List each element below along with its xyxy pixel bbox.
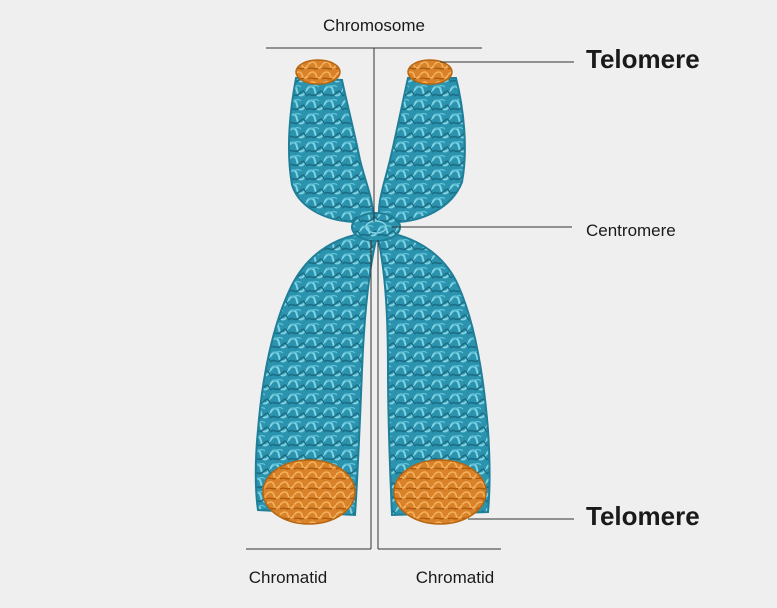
chromatid-right-upper-arm xyxy=(379,78,465,222)
telomere-bottom-label: Telomere xyxy=(586,501,700,531)
chromosome-label: Chromosome xyxy=(323,16,425,35)
chromatid-left-label: Chromatid xyxy=(249,568,327,587)
telomere-right-bottom-shape xyxy=(394,460,486,524)
telomere-right-top-shape xyxy=(408,60,452,84)
centromere-label: Centromere xyxy=(586,221,676,240)
telomere-left-top-shape xyxy=(296,60,340,84)
chromatid-left-upper-arm xyxy=(289,78,373,222)
chromatid-left-shape xyxy=(256,60,376,524)
telomere-top-label: Telomere xyxy=(586,44,700,74)
chromatid-right-label: Chromatid xyxy=(416,568,494,587)
telomere-left-bottom-shape xyxy=(263,460,355,524)
chromatid-right-shape xyxy=(378,60,490,524)
